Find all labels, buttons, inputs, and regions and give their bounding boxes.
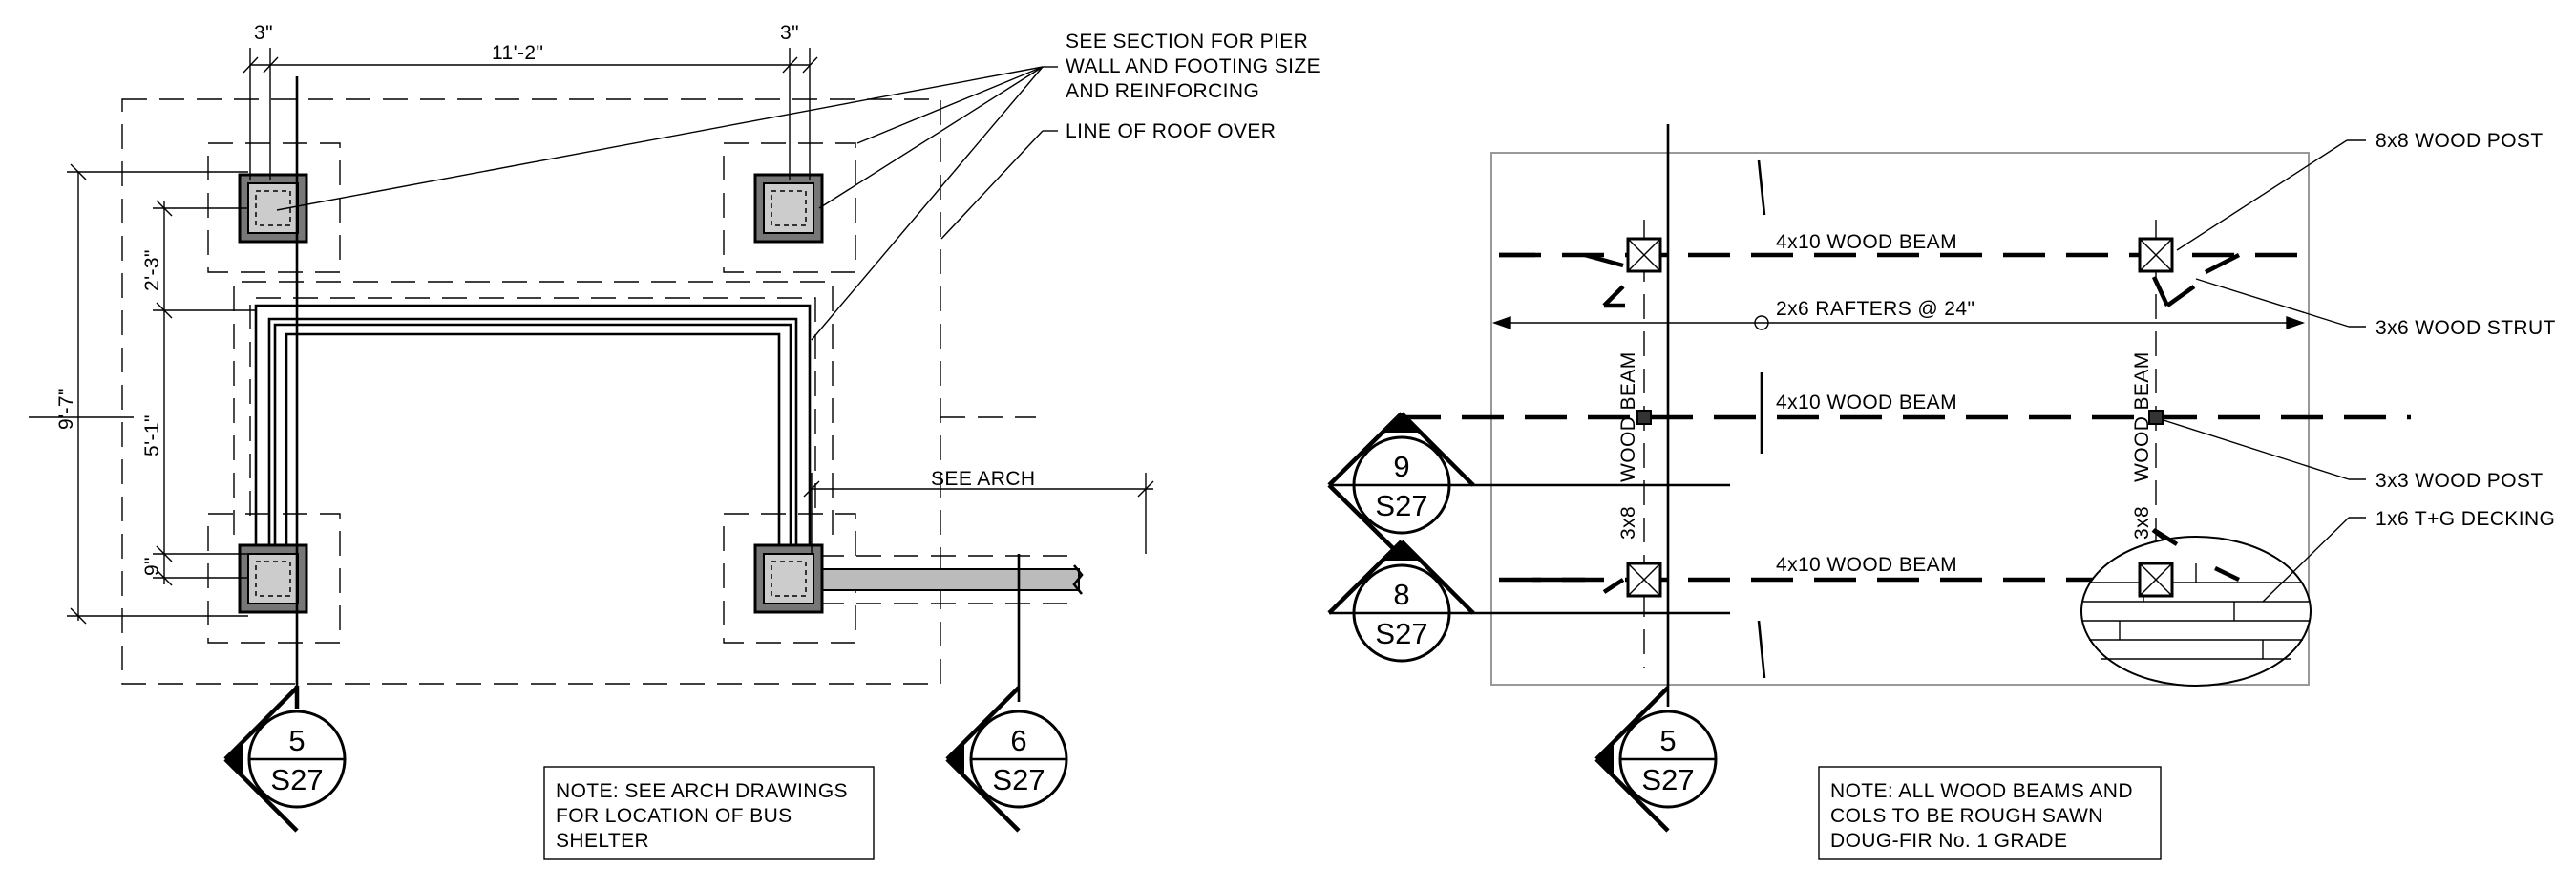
dim-middle: 5'-1" [141,414,163,456]
callout-3x3-post: 3x3 WOOD POST [2375,470,2544,492]
section-mark-9 [1327,412,1475,559]
post-8x8-right-top [2138,237,2174,273]
arch-wall [818,568,1080,591]
dim-upper: 2'-3" [141,249,163,291]
pier-wall [254,304,812,544]
beam-label-bottom: 4x10 WOOD BEAM [1776,554,1957,576]
vertical-beams [1643,220,2157,668]
dim-lower: 9" [141,557,163,576]
see-arch-label: SEE ARCH [931,468,1035,490]
top-dimension [243,48,818,180]
section-mark-8 [1327,540,1475,663]
section-mark-8-number: 8 [1393,578,1409,611]
see-section-line3: AND REINFORCING [1066,80,1259,102]
foundation-leaders [276,66,1058,341]
framing-note-box [1818,766,2162,860]
pier-top-right [753,173,824,244]
post-8x8-left-top [1626,237,1662,273]
pier-bottom-right [753,543,824,614]
section-mark-5f-number: 5 [1659,724,1676,757]
section-mark-5f-sheet: S27 [1641,763,1694,796]
section-mark-9-number: 9 [1393,450,1409,483]
roof-outline [121,98,941,685]
dim-span: 11'-2" [492,42,543,64]
beam-label-top: 4x10 WOOD BEAM [1776,231,1957,253]
framing-note-line2: COLS TO BE ROUGH SAWN [1830,805,2103,827]
vertical-beam-left-label: WOOD BEAM [1617,351,1639,482]
section-mark-5-framing [1594,686,1718,833]
callout-3x6-strut: 3x6 WOOD STRUT [2375,317,2556,339]
wall-footing [249,297,816,516]
framing-note-line3: DOUG-FIR No. 1 GRADE [1830,830,2067,852]
rafters-label: 2x6 RAFTERS @ 24" [1776,298,1974,320]
section-mark-5-number: 5 [288,724,305,757]
line-of-roof-label: LINE OF ROOF OVER [1066,120,1276,142]
posts [1626,237,2174,598]
section-mark-6-number: 6 [1010,724,1026,757]
vertical-beam-right-label: WOOD BEAM [2131,351,2153,482]
framing-leaders [2163,139,2366,603]
callout-decking: 1x6 T+G DECKING [2375,508,2555,530]
post-3x3-right [2148,410,2164,425]
framing-note-line1: NOTE: ALL WOOD BEAMS AND [1830,780,2133,802]
left-dimension [29,163,256,625]
pier-bottom-left [238,543,308,614]
see-arch-dimension [803,473,1154,554]
section-mark-8-sheet: S27 [1375,617,1427,650]
decking-detail [2080,536,2312,687]
rafters-dimension [1491,315,2306,330]
rafter-breaks [1757,159,1766,679]
dim-pier-right: 3" [780,22,799,44]
post-8x8-left-bottom [1626,562,1662,598]
see-section-line2: WALL AND FOOTING SIZE [1066,55,1320,77]
section-mark-6-foundation [945,686,1068,833]
beam-label-middle: 4x10 WOOD BEAM [1776,392,1957,413]
section-mark-5-sheet: S27 [270,763,323,796]
callout-8x8-post: 8x8 WOOD POST [2375,130,2544,152]
foundation-note-line2: FOR LOCATION OF BUS [556,805,792,827]
dim-overall-height: 9'-7" [55,388,77,430]
dim-pier-left: 3" [254,22,273,44]
framing-plan: 2x6 RAFTERS @ 24" [1327,124,2556,860]
post-3x3-left [1636,410,1652,425]
section-mark-9-sheet: S27 [1375,489,1427,522]
foundation-note-box [543,766,875,860]
foundation-note-line3: SHELTER [556,830,649,852]
section-mark-6-sheet: S27 [992,763,1045,796]
post-left-label: 3x8 [1617,506,1639,540]
post-right-label: 3x8 [2131,506,2153,540]
foundation-note-line1: NOTE: SEE ARCH DRAWINGS [556,780,848,802]
foundation-plan: 3" 11'-2" 3" 9'-7" 2'-3" 5'-1" 9" [29,22,1320,860]
piers [238,173,824,614]
see-section-line1: SEE SECTION FOR PIER [1066,31,1308,53]
section-mark-5-foundation [223,686,347,833]
